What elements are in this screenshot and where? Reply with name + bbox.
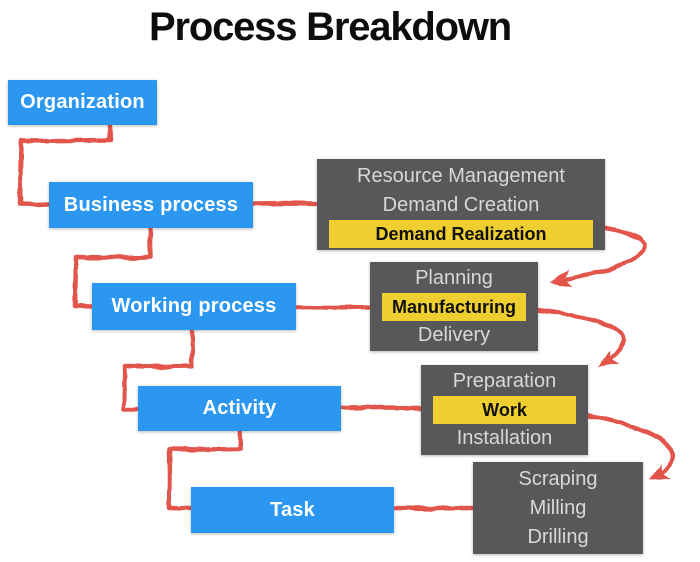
detail-box-working-process: Planning Manufacturing Delivery: [370, 262, 538, 351]
page-title: Process Breakdown: [149, 5, 512, 49]
detail-box-activity: Preparation Work Installation: [421, 365, 588, 455]
arrow-demand-realization-to-planning: [550, 223, 647, 288]
detail-item: Resource Management: [357, 164, 565, 187]
connector-activity-to-task: [166, 429, 243, 511]
detail-item-highlighted: Work: [433, 396, 576, 424]
detail-box-task: Scraping Milling Drilling: [473, 462, 643, 554]
detail-item: Milling: [529, 496, 587, 519]
level-box-organization: Organization: [8, 80, 157, 125]
detail-item: Installation: [456, 427, 553, 449]
detail-item: Planning: [415, 266, 493, 289]
detail-item: Delivery: [417, 323, 491, 346]
detail-item: Demand Creation: [382, 193, 540, 216]
level-label: Task: [270, 498, 315, 521]
detail-item: Scraping: [518, 467, 598, 490]
connector-working-to-detail: [293, 304, 372, 310]
detail-item: Preparation: [452, 370, 557, 392]
level-label: Organization: [20, 91, 145, 113]
detail-item: Drilling: [527, 525, 589, 548]
level-box-activity: Activity: [138, 386, 341, 431]
connector-org-to-business: [17, 123, 114, 207]
level-label: Working process: [111, 295, 277, 317]
connector-working-to-activity: [121, 328, 195, 412]
level-label: Business process: [63, 193, 239, 216]
arrow-work-to-scraping: [578, 411, 675, 482]
detail-item-highlighted: Manufacturing: [382, 292, 526, 321]
detail-item-highlighted: Demand Realization: [329, 219, 593, 248]
connector-business-to-detail: [251, 200, 319, 206]
connector-business-to-working: [72, 226, 154, 309]
detail-box-business-process: Resource Management Demand Creation Dema…: [317, 159, 605, 250]
level-box-task: Task: [191, 487, 394, 533]
connector-activity-to-detail: [339, 405, 423, 411]
level-box-working-process: Working process: [92, 283, 296, 330]
connector-task-to-detail: [392, 505, 475, 511]
level-label: Activity: [202, 397, 277, 419]
level-box-business-process: Business process: [49, 182, 253, 228]
arrow-manufacturing-to-preparation: [528, 306, 626, 368]
